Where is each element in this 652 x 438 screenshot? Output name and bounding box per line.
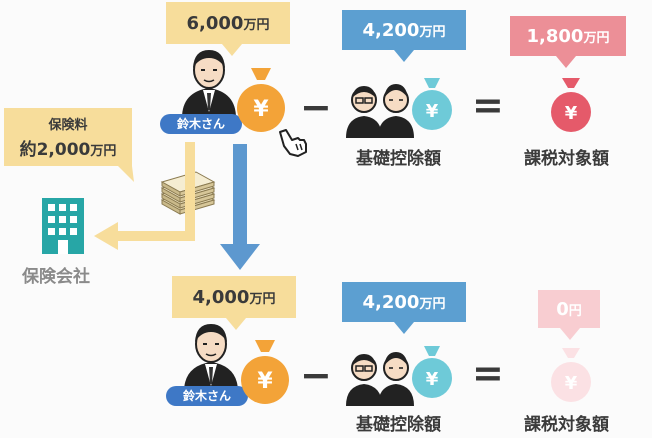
bag-yen-symbol: ¥ xyxy=(426,369,439,390)
equals-operator: = xyxy=(472,83,504,127)
orange-money-bag-icon: ¥ xyxy=(241,340,289,404)
taxable-amount: 1,800 xyxy=(526,25,584,47)
bag-yen-symbol: ¥ xyxy=(253,97,269,122)
bag-yen-symbol: ¥ xyxy=(257,369,273,394)
person-amount: 4,000 xyxy=(192,286,250,308)
premium-flow-arrow xyxy=(94,142,195,250)
orange-money-bag-icon: ¥ xyxy=(237,68,285,132)
down-flow-arrow xyxy=(220,144,260,270)
bag-yen-symbol: ¥ xyxy=(565,373,578,394)
bag-yen-symbol: ¥ xyxy=(426,101,439,122)
deduction-amount: 4,200 xyxy=(362,291,420,313)
equals-operator: = xyxy=(472,351,504,395)
taxable-label: 課税対象額 xyxy=(524,149,609,169)
bag-yen-symbol: ¥ xyxy=(565,103,578,124)
premium-callout: 保険料 約2,000万円 xyxy=(4,108,132,166)
teal-money-bag-icon: ¥ xyxy=(412,78,452,130)
person-amount: 6,000 xyxy=(186,12,244,34)
deduction-callout-tail xyxy=(394,322,414,334)
minus-operator: − xyxy=(300,85,332,129)
deduction-callout-tail xyxy=(394,50,414,62)
taxable-label: 課税対象額 xyxy=(524,415,609,435)
premium-unit: 万円 xyxy=(90,144,117,159)
premium-label: 保険料 xyxy=(48,118,88,133)
insurance-company-label: 保険会社 xyxy=(22,267,90,287)
insurance-company-building-icon xyxy=(42,198,84,254)
deduction-amount-unit: 万円 xyxy=(419,296,446,312)
teal-money-bag-icon: ¥ xyxy=(412,346,452,398)
taxable-amount-unit: 万円 xyxy=(583,30,610,46)
person-amount-unit: 万円 xyxy=(243,17,270,33)
deduction-label: 基礎控除額 xyxy=(356,415,441,435)
deduction-label: 基礎控除額 xyxy=(356,149,441,169)
taxable-callout-tail xyxy=(560,328,580,340)
minus-operator: − xyxy=(300,353,332,397)
person-name-badge: 鈴木さん xyxy=(166,386,248,406)
premium-amount: 約2,000 xyxy=(19,140,91,160)
deduction-amount: 4,200 xyxy=(362,19,420,41)
taxable-amount: 0 xyxy=(556,298,569,320)
person-name-badge: 鈴木さん xyxy=(160,114,242,134)
taxable-amount-unit: 円 xyxy=(568,303,582,319)
taxable-callout-tail xyxy=(556,56,576,68)
pink-money-bag-icon: ¥ xyxy=(551,348,591,402)
pink-money-bag-icon: ¥ xyxy=(551,78,591,132)
hand-pointer-icon xyxy=(279,129,307,157)
premium-callout-tail xyxy=(118,166,134,182)
person-callout-tail xyxy=(222,44,242,56)
person-icon xyxy=(184,324,238,392)
person-callout-tail xyxy=(226,318,246,330)
person-icon xyxy=(182,50,236,118)
heirs-icon xyxy=(346,352,414,406)
heirs-icon xyxy=(346,84,414,138)
person-amount-unit: 万円 xyxy=(249,291,276,307)
deduction-amount-unit: 万円 xyxy=(419,24,446,40)
